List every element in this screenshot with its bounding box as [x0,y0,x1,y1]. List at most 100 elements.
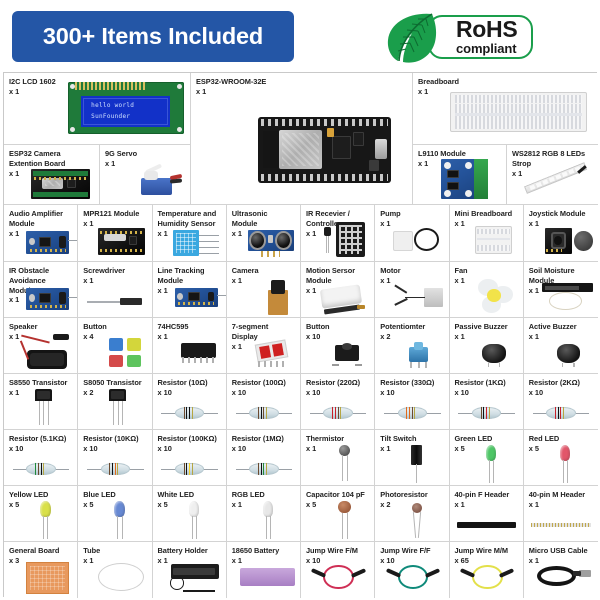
item-quantity: x 2 [380,499,391,509]
item-name: Resistor (1MΩ) [231,434,284,443]
item-name: Jump Wire F/M [306,546,358,555]
item-quantity: x 1 [454,275,465,285]
rohs-text-box: RoHS compliant [428,15,534,59]
item-cell: Resistor (1MΩ)x 10 [226,430,301,486]
item-image-resistor [161,405,218,422]
item-quantity: x 65 [454,555,469,565]
item-name: Resistor (10Ω) [157,378,208,387]
item-image-joystick [544,227,594,257]
item-image-pir [319,284,368,314]
item-image-button-tact [332,343,362,368]
item-image-hdr-male [531,520,591,531]
item-name: Blue LED [83,490,116,499]
item-name: General Board [9,546,60,555]
item-quantity: x 1 [418,86,429,96]
item-name: Jump Wire F/F [380,546,431,555]
item-name: Motion Sersor Module [306,266,356,285]
item-image-usb-cable [536,563,592,590]
item-image-wire [385,563,441,592]
item-name: Tube [83,546,101,555]
item-image-tube [97,563,144,592]
rohs-subtitle: compliant [456,40,517,56]
item-quantity: x 10 [157,443,172,453]
item-image-led [112,500,127,539]
item-name: Audio Amplifier Module [9,209,63,228]
item-quantity: x 1 [528,331,540,341]
item-quantity: x 10 [83,443,98,453]
item-quantity: x 1 [306,228,317,238]
item-name: Line Tracking Module [157,266,205,285]
item-image-camera [268,279,288,315]
item-name: Passive Buzzer [454,322,508,331]
item-image-resistor [161,461,218,478]
item-name: White LED [157,490,195,499]
item-image-dht [173,230,220,257]
item-name: Green LED [454,434,493,443]
item-quantity: x 1 [157,555,168,565]
item-image-resistor [235,461,293,478]
item-name: Photoresistor [380,490,428,499]
item-image-to92 [35,388,52,426]
item-name: ESP32-WROOM-32E [196,77,267,86]
item-image-led [38,500,53,539]
item-quantity: x 4 [83,331,94,341]
banner-title: 300+ Items Included [42,23,264,49]
item-name: Yellow LED [9,490,49,499]
item-name: 9G Servo [105,149,138,158]
item-quantity: x 1 [231,555,243,565]
item-name: WS2812 RGB 8 LEDs Strop [512,149,586,168]
item-quantity: x 1 [157,285,168,295]
item-image-pot [406,341,430,369]
item-quantity: x 1 [9,228,20,238]
item-name: Resistor (10KΩ) [83,434,139,443]
item-image-general-board [26,562,70,594]
item-image-battery-holder [169,562,221,593]
item-image-speaker [17,333,72,370]
item-image-tilt [409,444,424,483]
item-cell: Resistor (100Ω)x 10 [226,374,301,430]
item-name: Resistor (2KΩ) [528,378,580,387]
item-image-resistor [235,405,293,422]
item-image-battery [240,567,296,586]
item-quantity: x 1 [231,228,243,238]
item-name: Resistor (100KΩ) [157,434,217,443]
item-image-resistor [458,405,515,422]
item-image-l9110 [441,159,489,199]
item-name: 18650 Battery [231,546,280,555]
item-quantity: x 1 [157,228,168,238]
item-cell: Resistor (10Ω)x 10 [152,374,227,430]
item-name: 40-pin F Header [454,490,510,499]
item-name: Resistor (220Ω) [306,378,361,387]
item-quantity: x 1 [196,86,207,96]
item-image-wire [459,563,515,592]
item-quantity: x 1 [418,158,429,168]
item-image-to92 [109,388,126,426]
rohs-compliant-logo: RoHS compliant [382,9,582,65]
item-image-lcd1602: hello world SunFounder [67,82,184,135]
item-image-photoresistor [408,502,426,538]
item-name: IR Recevier / Controller [306,209,350,228]
items-included-banner: 300+ Items Included [12,11,294,62]
item-quantity: x 10 [306,387,321,397]
